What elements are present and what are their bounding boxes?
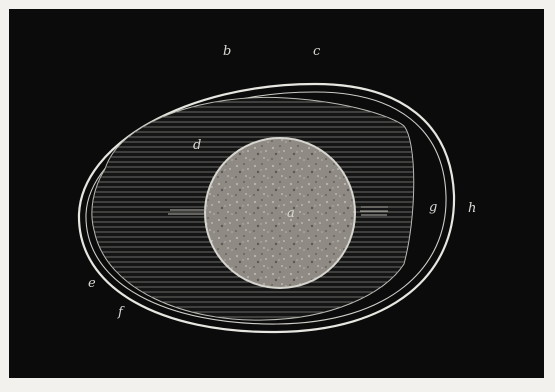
label-b: b (223, 44, 231, 59)
label-e: e (88, 276, 96, 291)
label-c: c (313, 44, 321, 59)
label-h: h (468, 201, 476, 216)
label-g: g (429, 200, 437, 215)
yolk (205, 138, 355, 288)
label-a: a (287, 206, 295, 221)
label-d: d (193, 138, 201, 153)
